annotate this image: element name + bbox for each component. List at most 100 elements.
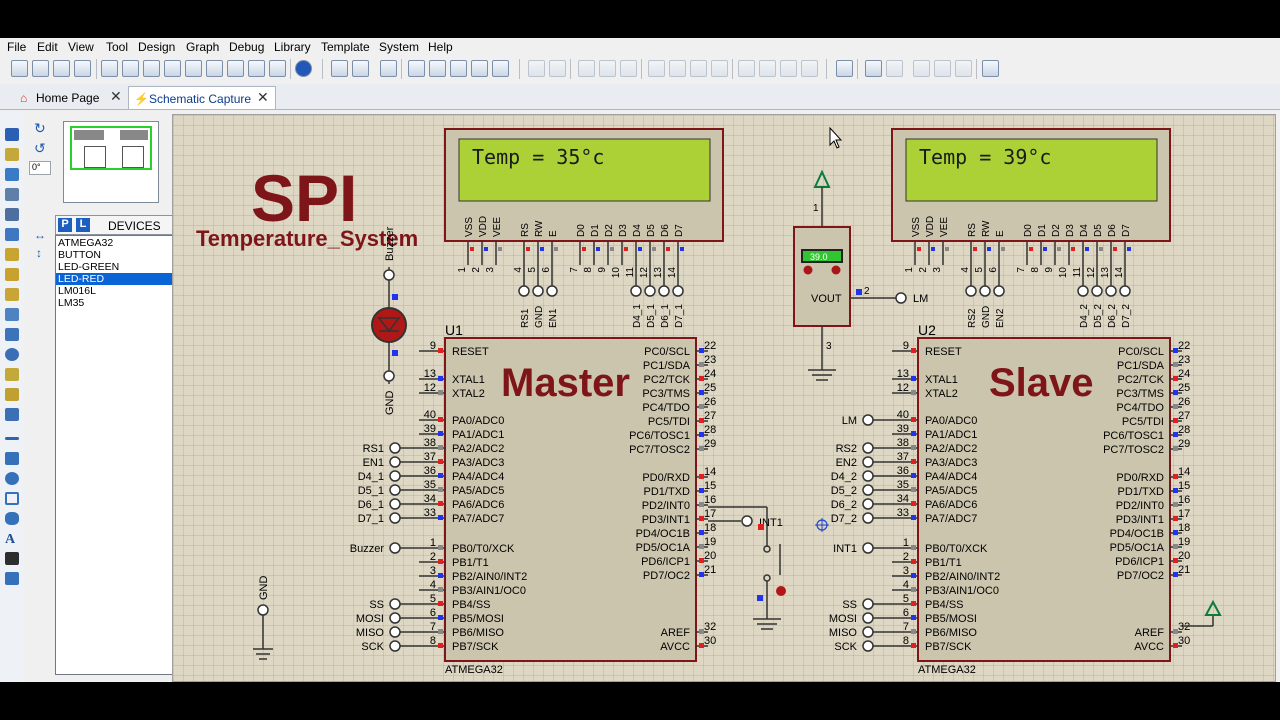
circle-icon[interactable]: [5, 472, 19, 485]
zoom-out-icon[interactable]: [450, 60, 467, 77]
decompose-icon[interactable]: [780, 60, 797, 77]
list-item[interactable]: LM35: [58, 297, 85, 309]
menu-template[interactable]: Template: [321, 40, 370, 54]
tab-home-page[interactable]: ⌂ Home Page ✕: [16, 86, 126, 109]
current-probe-icon[interactable]: [5, 388, 19, 401]
import-icon[interactable]: [74, 60, 91, 77]
generator-icon[interactable]: [5, 348, 19, 361]
voltage-probe-icon[interactable]: [5, 368, 19, 381]
terminals-icon[interactable]: [5, 268, 19, 281]
block-rotate-icon[interactable]: [690, 60, 707, 77]
library-manager-button[interactable]: L: [76, 218, 90, 232]
new-file-icon[interactable]: [11, 60, 28, 77]
save-icon[interactable]: [53, 60, 70, 77]
origin-icon[interactable]: [380, 60, 397, 77]
tab-schematic-capture[interactable]: ⚡ Schematic Capture ✕: [128, 86, 276, 109]
child-sheet-icon[interactable]: [955, 60, 972, 77]
list-item-selected[interactable]: LED-RED: [56, 273, 192, 285]
arc-icon[interactable]: [5, 492, 19, 505]
path-icon[interactable]: [5, 512, 19, 525]
search-icon[interactable]: [865, 60, 882, 77]
home-icon[interactable]: [101, 60, 118, 77]
bom-icon[interactable]: [227, 60, 244, 77]
menu-design[interactable]: Design: [138, 40, 176, 54]
paste-icon[interactable]: [620, 60, 637, 77]
zoom-all-icon[interactable]: [471, 60, 488, 77]
component-mode-icon[interactable]: [5, 148, 19, 161]
menu-tool[interactable]: Tool: [106, 40, 129, 54]
mirror-horizontal-icon[interactable]: ↔: [34, 228, 46, 242]
block-delete-icon[interactable]: [711, 60, 728, 77]
list-item[interactable]: ATMEGA32: [58, 237, 114, 249]
help-icon[interactable]: [295, 60, 312, 77]
menu-library[interactable]: Library: [274, 40, 311, 54]
pan-icon[interactable]: [408, 60, 425, 77]
mirror-vertical-icon[interactable]: ↕: [36, 246, 42, 260]
overview-window[interactable]: [63, 121, 159, 203]
close-tab-schematic-icon[interactable]: ✕: [257, 89, 269, 105]
cut-icon[interactable]: [578, 60, 595, 77]
selection-mode-icon[interactable]: [5, 128, 19, 141]
close-tab-home-icon[interactable]: ✕: [110, 88, 122, 104]
pick-devices-button[interactable]: P: [58, 218, 72, 232]
property-tool-icon[interactable]: [886, 60, 903, 77]
netlist-icon[interactable]: [982, 60, 999, 77]
box-icon[interactable]: [5, 452, 19, 465]
menu-graph[interactable]: Graph: [186, 40, 220, 54]
u2-body[interactable]: [917, 337, 1171, 662]
text-tool-icon[interactable]: A: [5, 532, 16, 547]
virtual-instruments-icon[interactable]: [5, 408, 19, 421]
menu-view[interactable]: View: [68, 40, 94, 54]
rotate-ccw-icon[interactable]: ↺: [34, 140, 46, 156]
u1-body[interactable]: [444, 337, 697, 662]
menu-system[interactable]: System: [379, 40, 420, 54]
zoom-in-icon[interactable]: [429, 60, 446, 77]
notes-icon[interactable]: [248, 60, 265, 77]
symbol-icon[interactable]: [5, 552, 19, 565]
lcd1-pin-state: [652, 247, 656, 251]
packaging-icon[interactable]: [801, 60, 818, 77]
graph-mode-icon[interactable]: [5, 308, 19, 321]
wire-label-icon[interactable]: [5, 188, 19, 201]
refresh-icon[interactable]: [331, 60, 348, 77]
copy-icon[interactable]: [599, 60, 616, 77]
list-item[interactable]: BUTTON: [58, 249, 101, 261]
menu-edit[interactable]: Edit: [37, 40, 58, 54]
schematic-icon[interactable]: [122, 60, 139, 77]
source-code-icon[interactable]: [269, 60, 286, 77]
zoom-area-icon[interactable]: [492, 60, 509, 77]
rotation-field[interactable]: 0°: [29, 161, 51, 175]
wire-autorouter-icon[interactable]: [836, 60, 853, 77]
menu-debug[interactable]: Debug: [229, 40, 265, 54]
block-copy-icon[interactable]: [648, 60, 665, 77]
block-move-icon[interactable]: [669, 60, 686, 77]
marker-icon[interactable]: [5, 572, 19, 585]
list-item[interactable]: LM016L: [58, 285, 96, 297]
remove-sheet-icon[interactable]: [934, 60, 951, 77]
lm35-sensor[interactable]: 1 39.0 VOUT 2 LM 3: [793, 169, 928, 381]
subcircuit-icon[interactable]: [5, 248, 19, 261]
rotate-cw-icon[interactable]: ↻: [34, 120, 46, 136]
device-pins-icon[interactable]: [5, 288, 19, 301]
pick-device-icon[interactable]: [738, 60, 755, 77]
buses-icon[interactable]: [5, 228, 19, 241]
menu-help[interactable]: Help: [428, 40, 453, 54]
tape-recorder-icon[interactable]: [5, 328, 19, 341]
gerber-icon[interactable]: [185, 60, 202, 77]
menu-file[interactable]: File: [7, 40, 27, 54]
led-red[interactable]: [371, 307, 407, 343]
open-folder-icon[interactable]: [32, 60, 49, 77]
3d-view-icon[interactable]: [164, 60, 181, 77]
make-device-icon[interactable]: [759, 60, 776, 77]
grid-icon[interactable]: [352, 60, 369, 77]
redo-icon[interactable]: [549, 60, 566, 77]
pcb-icon[interactable]: [143, 60, 160, 77]
junction-dot-icon[interactable]: [5, 168, 19, 181]
line-icon[interactable]: [5, 437, 19, 440]
list-item[interactable]: LED-GREEN: [58, 261, 120, 273]
undo-icon[interactable]: [528, 60, 545, 77]
new-sheet-icon[interactable]: [913, 60, 930, 77]
design-explorer-icon[interactable]: [206, 60, 223, 77]
text-script-icon[interactable]: [5, 208, 19, 221]
